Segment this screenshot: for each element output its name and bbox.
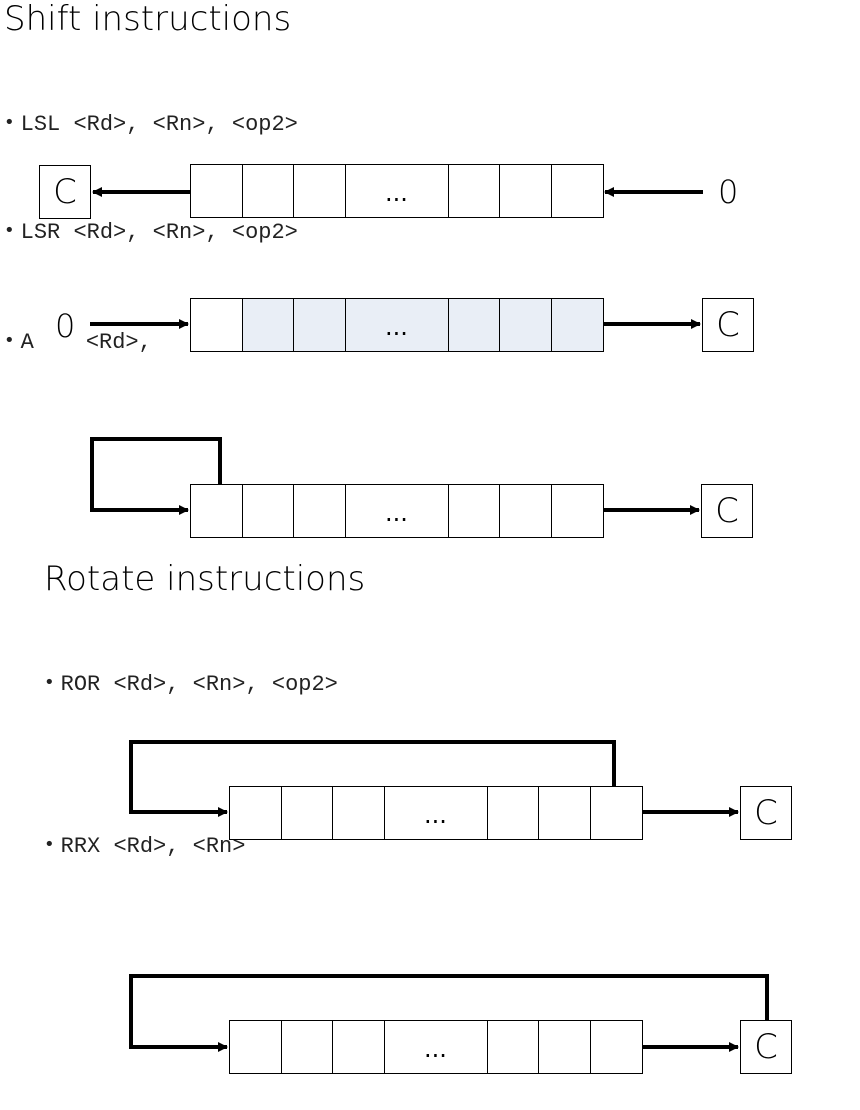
lsl-bullet: •LSL <Rd>, <Rn>, <op2>	[4, 114, 298, 136]
register-bit	[539, 1021, 591, 1073]
register-bit	[294, 299, 346, 351]
lsl-mnemonic: LSL	[20, 112, 61, 137]
register-bit	[488, 1021, 539, 1073]
register-ellipsis: ...	[385, 1021, 488, 1073]
register-bit	[191, 299, 243, 351]
bullet-dot: •	[44, 834, 55, 855]
register-bit	[488, 787, 539, 839]
rrx-bullet: •RRX <Rd>, <Rn>	[44, 836, 245, 858]
rrx-mnemonic: RRX	[60, 834, 101, 859]
rrx-register: ...	[229, 1020, 643, 1074]
register-ellipsis: ...	[346, 165, 449, 217]
rrx-operands: <Rd>, <Rn>	[113, 834, 246, 859]
shift-title: Shift instructions	[4, 0, 292, 39]
register-bit	[591, 1021, 643, 1073]
register-bit	[282, 787, 333, 839]
register-ellipsis: ...	[346, 485, 449, 537]
register-bit	[243, 485, 294, 537]
register-bit	[294, 165, 346, 217]
ror-register: ...	[229, 786, 643, 840]
rrx-carry-box: C	[740, 1020, 792, 1074]
lsl-register: ...	[190, 164, 604, 218]
register-ellipsis: ...	[385, 787, 488, 839]
bullet-dot: •	[4, 112, 15, 133]
lsl-operands: <Rd>, <Rn>, <op2>	[73, 112, 298, 137]
lsr-operands: <Rd>, <Rn>, <op2>	[73, 220, 298, 245]
lsr-register: ...	[190, 298, 604, 352]
lsr-carry-box: C	[702, 298, 754, 352]
register-bit	[552, 165, 604, 217]
ror-mnemonic: ROR	[60, 672, 101, 697]
lsr-zero-input: 0	[55, 307, 76, 345]
register-bit	[282, 1021, 333, 1073]
register-bit	[552, 485, 604, 537]
register-bit	[243, 165, 294, 217]
register-bit	[539, 787, 591, 839]
register-bit	[448, 299, 500, 351]
register-bit	[191, 485, 243, 537]
asr-operands: <Rd>,	[85, 330, 152, 355]
register-bit	[500, 165, 552, 217]
register-bit	[333, 1021, 385, 1073]
register-bit	[449, 165, 500, 217]
bullet-dot: •	[4, 220, 15, 241]
bullet-dot: •	[44, 672, 55, 693]
register-bit	[294, 485, 346, 537]
asr-bullet: •A <Rd>,	[4, 332, 152, 354]
ror-carry-box: C	[740, 786, 792, 840]
asr-mnemonic: A	[20, 330, 34, 355]
asr-carry-box: C	[701, 484, 753, 538]
register-bit	[591, 787, 643, 839]
register-bit	[242, 299, 294, 351]
register-bit	[551, 299, 603, 351]
lsl-carry-box: C	[39, 165, 91, 219]
ror-bullet: •ROR <Rd>, <Rn>, <op2>	[44, 674, 338, 696]
register-bit	[500, 299, 552, 351]
register-ellipsis: ...	[345, 299, 449, 351]
register-bit	[333, 787, 385, 839]
register-bit	[230, 787, 282, 839]
register-bit	[191, 165, 243, 217]
ror-operands: <Rd>, <Rn>, <op2>	[113, 672, 338, 697]
register-bit	[449, 485, 500, 537]
register-bit	[230, 1021, 282, 1073]
bullet-dot: •	[4, 330, 15, 351]
lsr-bullet: •LSR <Rd>, <Rn>, <op2>	[4, 222, 298, 244]
register-bit	[500, 485, 552, 537]
rotate-title: Rotate instructions	[44, 559, 366, 599]
lsl-zero-input: 0	[718, 173, 739, 211]
asr-register: ...	[190, 484, 604, 538]
lsr-mnemonic: LSR	[20, 220, 61, 245]
